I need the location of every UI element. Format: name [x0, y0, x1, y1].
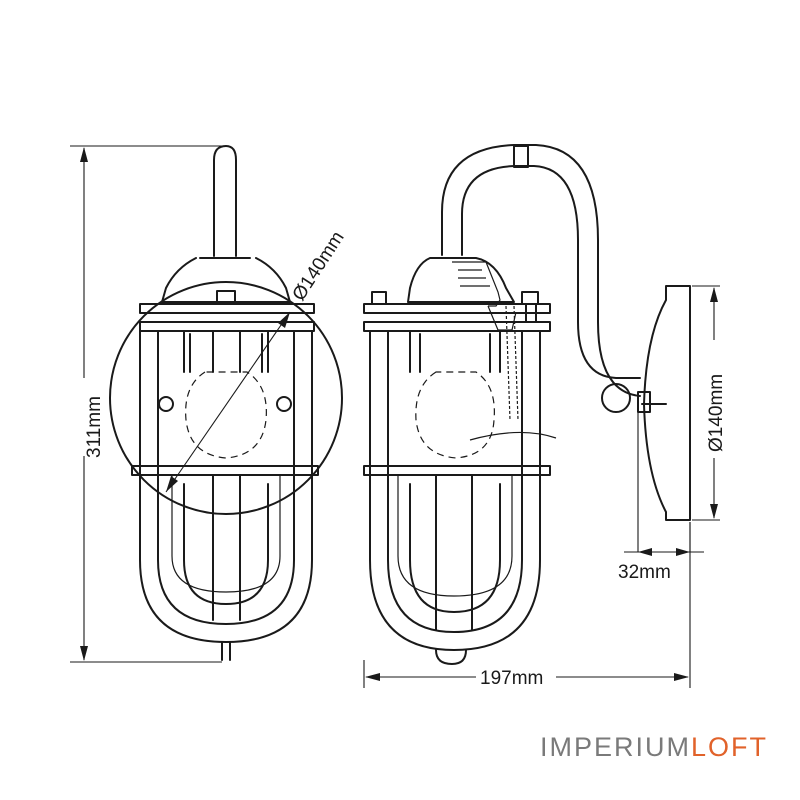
side-diameter-label: Ø140mm	[706, 374, 727, 452]
brand-name-part2: LOFT	[691, 732, 769, 762]
height-dimension: 311mm	[70, 145, 222, 663]
front-diameter-label: Ø140mm	[289, 228, 349, 305]
brand-name-part1: IMPERIUM	[540, 732, 691, 762]
side-view: Ø140mm 32mm 197mm	[363, 144, 727, 689]
brand-logo: IMPERIUMLOFT	[540, 732, 768, 763]
height-label: 311mm	[84, 396, 105, 458]
projection-label: 197mm	[480, 668, 543, 689]
plate-depth-label: 32mm	[618, 562, 671, 583]
front-view: Ø140mm	[109, 145, 349, 661]
